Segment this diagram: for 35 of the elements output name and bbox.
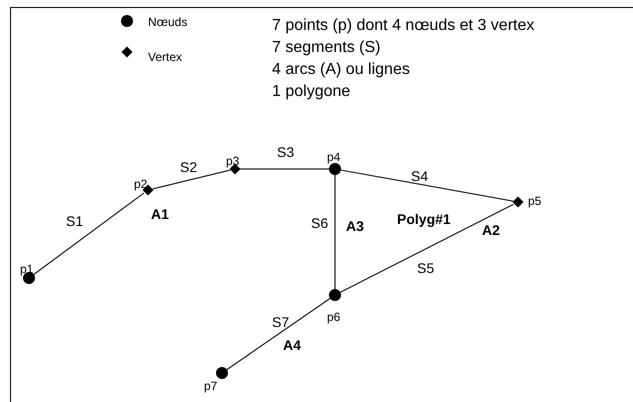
- segment-label: S3: [277, 145, 294, 159]
- arc-label: A1: [151, 207, 169, 221]
- segment-line: [240, 168, 330, 170]
- arc-label: A4: [283, 338, 301, 352]
- summary-text: 4 arcs (A) ou lignes: [272, 62, 410, 78]
- polygon-label: Polyg#1: [397, 212, 451, 226]
- segment-line: [340, 204, 514, 293]
- summary-text: 7 segments (S): [272, 40, 380, 56]
- summary-text: 7 points (p) dont 4 nœuds et 3 vertex: [272, 18, 534, 34]
- segment-line: [226, 298, 331, 370]
- point-label: p4: [327, 151, 340, 163]
- node-point: [215, 366, 229, 380]
- node-point: [328, 162, 342, 176]
- segment-label: S1: [66, 214, 84, 228]
- segment-label: S2: [180, 160, 198, 174]
- segment-line: [33, 192, 144, 275]
- segment-label: S7: [272, 315, 290, 329]
- segment-line: [340, 170, 514, 202]
- point-label: p3: [226, 155, 240, 167]
- arc-label: A3: [346, 219, 364, 233]
- summary-text: 1 polygone: [272, 84, 350, 100]
- segment-line: [152, 170, 231, 190]
- segment-line: [334, 174, 336, 290]
- point-label: p2: [134, 178, 148, 190]
- segment-label: S5: [417, 261, 434, 275]
- node-point: [328, 288, 342, 302]
- segment-label: S4: [411, 169, 428, 183]
- point-label: p5: [528, 195, 542, 207]
- segment-label: S6: [311, 216, 328, 230]
- vertex-point: [511, 195, 525, 209]
- legend-text: Nœuds: [148, 16, 188, 28]
- legend-text: Vertex: [148, 51, 182, 63]
- point-label: p7: [204, 380, 218, 392]
- point-label: p6: [327, 311, 340, 323]
- arc-label: A2: [482, 223, 500, 237]
